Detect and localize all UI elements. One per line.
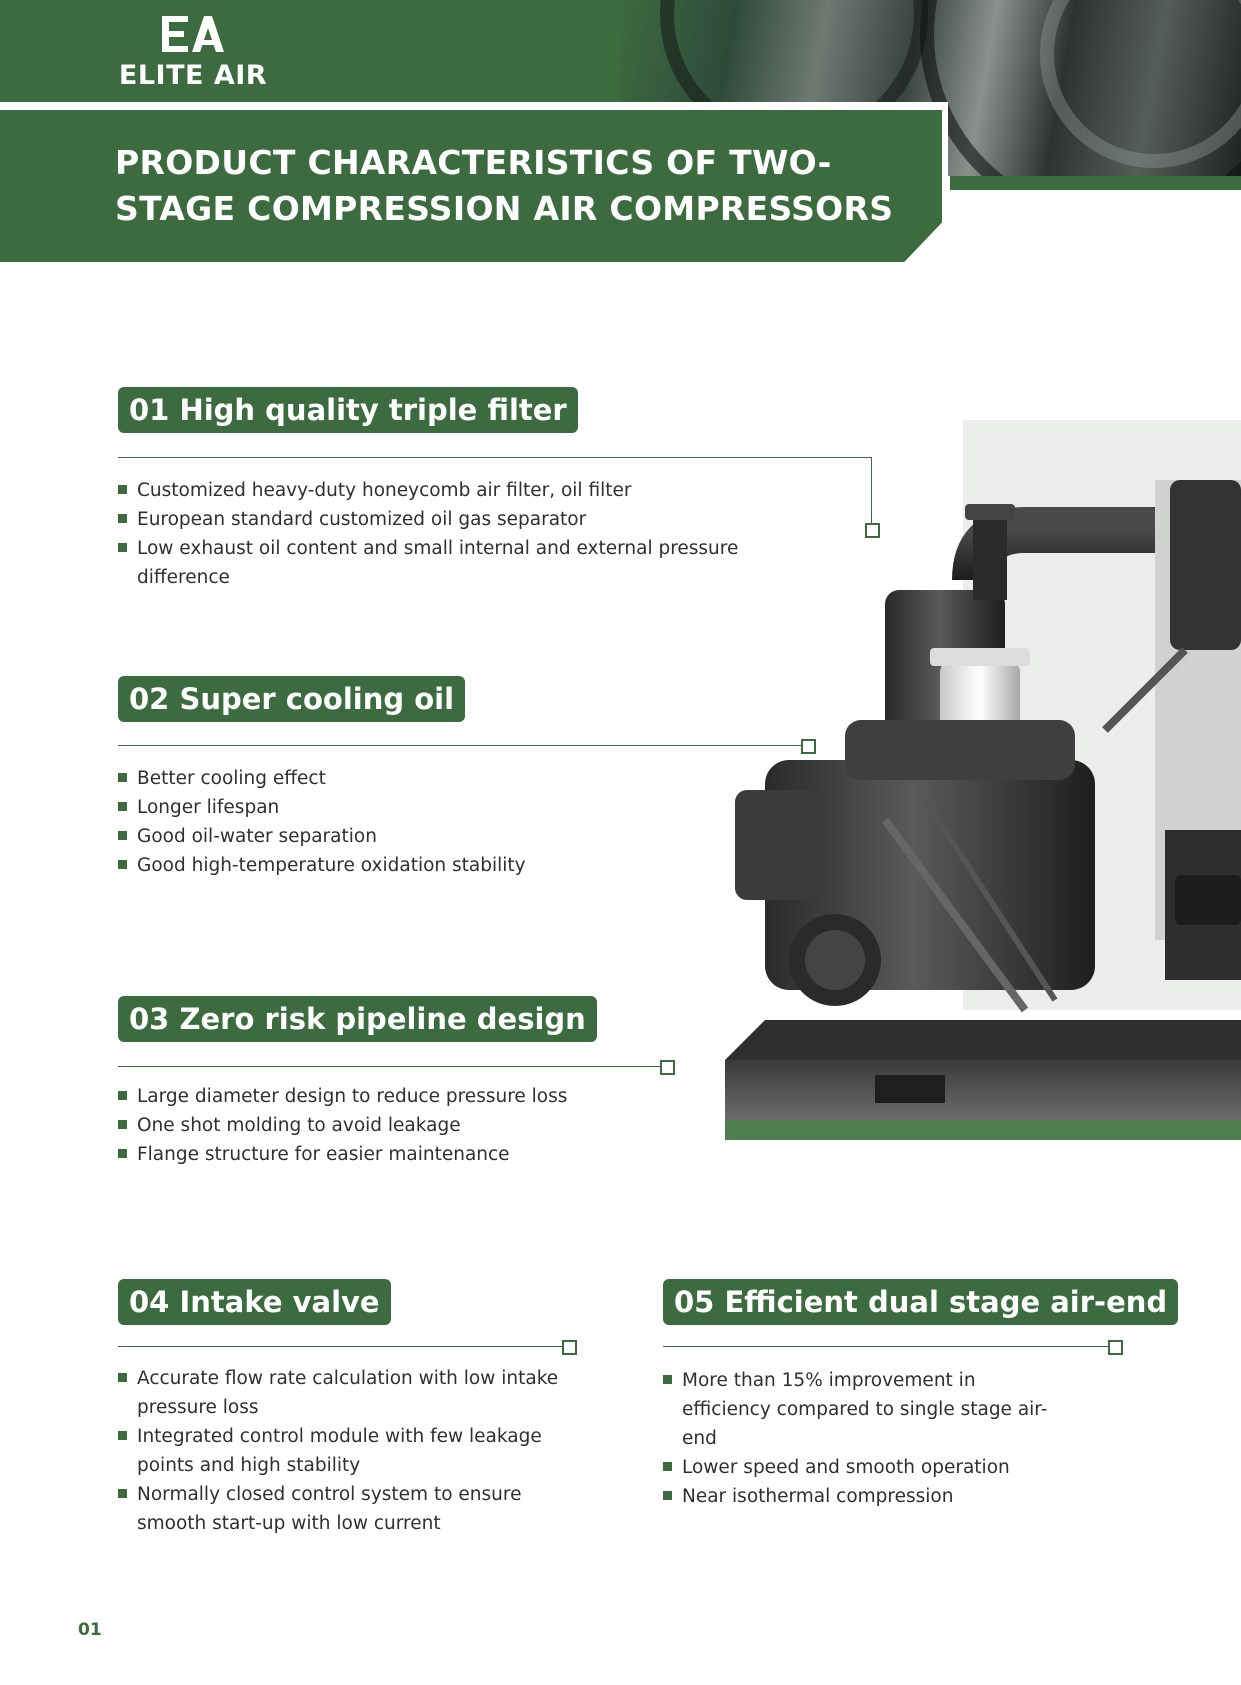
section-03-bullets: Large diameter design to reduce pressure… xyxy=(118,1082,678,1169)
section-02-bullets: Better cooling effect Longer lifespan Go… xyxy=(118,764,718,880)
list-item: Customized heavy-duty honeycomb air filt… xyxy=(118,476,818,505)
header-accent-line xyxy=(950,176,1241,190)
list-item: Near isothermal compression xyxy=(663,1482,1063,1511)
list-item: European standard customized oil gas sep… xyxy=(118,505,818,534)
page-number: 01 xyxy=(78,1620,102,1640)
list-item: Good oil-water separation xyxy=(118,822,718,851)
section-03-node xyxy=(660,1060,675,1075)
list-item: Accurate flow rate calculation with low … xyxy=(118,1364,578,1422)
list-item: Flange structure for easier maintenance xyxy=(118,1140,678,1169)
list-item: Good high-temperature oxidation stabilit… xyxy=(118,851,718,880)
list-item: Large diameter design to reduce pressure… xyxy=(118,1082,678,1111)
ea-logo-mark xyxy=(162,16,224,52)
section-02-node xyxy=(801,739,816,754)
brand-logo: ELITE AIR xyxy=(118,16,268,92)
section-05-node xyxy=(1108,1340,1123,1355)
section-01-tag: 01 High quality triple filter xyxy=(118,387,578,433)
section-01-bullets: Customized heavy-duty honeycomb air filt… xyxy=(118,476,818,592)
section-05-connector xyxy=(663,1346,1108,1347)
section-02-connector xyxy=(118,745,801,746)
brand-name: ELITE AIR xyxy=(118,60,268,91)
list-item: Longer lifespan xyxy=(118,793,718,822)
list-item: Better cooling effect xyxy=(118,764,718,793)
title-banner xyxy=(0,110,942,262)
section-02-tag: 02 Super cooling oil xyxy=(118,676,466,722)
section-03-connector xyxy=(118,1066,660,1067)
section-01-node xyxy=(865,523,880,538)
section-05-bullets: More than 15% improvement in efficiency … xyxy=(663,1366,1063,1511)
section-04-bullets: Accurate flow rate calculation with low … xyxy=(118,1364,578,1538)
page-title: PRODUCT CHARACTERISTICS OF TWO-STAGE COM… xyxy=(115,143,894,228)
list-item: One shot molding to avoid leakage xyxy=(118,1111,678,1140)
section-03-tag: 03 Zero risk pipeline design xyxy=(118,996,597,1042)
section-01-connector-vertical xyxy=(871,457,872,523)
list-item: Integrated control module with few leaka… xyxy=(118,1422,578,1480)
section-01-connector xyxy=(118,457,872,458)
section-04-node xyxy=(562,1340,577,1355)
list-item: Lower speed and smooth operation xyxy=(663,1453,1063,1482)
compressor-illustration xyxy=(725,420,1241,1140)
section-04-tag: 04 Intake valve xyxy=(118,1279,391,1325)
section-05-tag: 05 Efficient dual stage air-end xyxy=(663,1279,1179,1325)
section-04-connector xyxy=(118,1346,562,1347)
list-item: More than 15% improvement in efficiency … xyxy=(663,1366,1063,1453)
list-item: Low exhaust oil content and small intern… xyxy=(118,534,818,592)
list-item: Normally closed control system to ensure… xyxy=(118,1480,578,1538)
